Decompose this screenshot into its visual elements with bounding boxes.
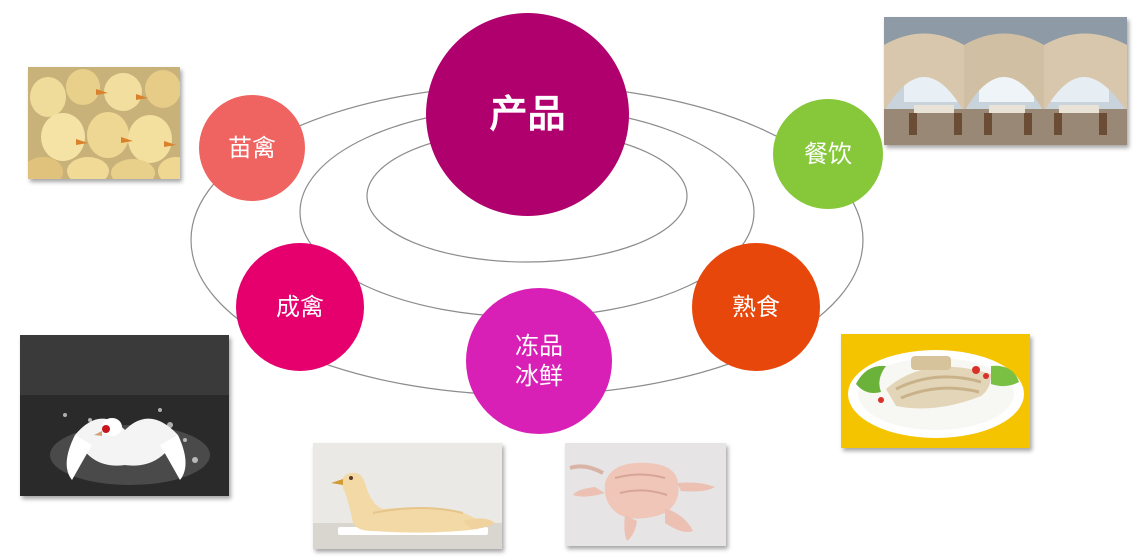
plucked-whole-duck-photo	[313, 443, 502, 549]
node-seedling: 苗禽	[199, 95, 305, 201]
center-node-products: 产品	[426, 13, 629, 216]
node-catering-label: 餐饮	[804, 140, 852, 168]
node-adult: 成禽	[236, 243, 364, 371]
node-cooked-label: 熟食	[732, 293, 780, 321]
frozen-duck-carcass-photo	[565, 443, 726, 546]
restaurant-interior-photo	[884, 17, 1127, 145]
center-node-label: 产品	[489, 91, 566, 136]
node-catering: 餐饮	[773, 99, 883, 209]
node-adult-label: 成禽	[276, 293, 324, 321]
node-frozen-label: 冻品 冰鲜	[515, 332, 563, 390]
node-frozen-chilled: 冻品 冰鲜	[466, 288, 612, 434]
ducklings-photo	[28, 67, 180, 179]
white-duck-splashing-photo	[20, 335, 229, 496]
node-cooked-food: 熟食	[692, 243, 820, 371]
node-seedling-label: 苗禽	[228, 134, 276, 162]
sliced-cooked-duck-platter-photo	[841, 334, 1030, 448]
